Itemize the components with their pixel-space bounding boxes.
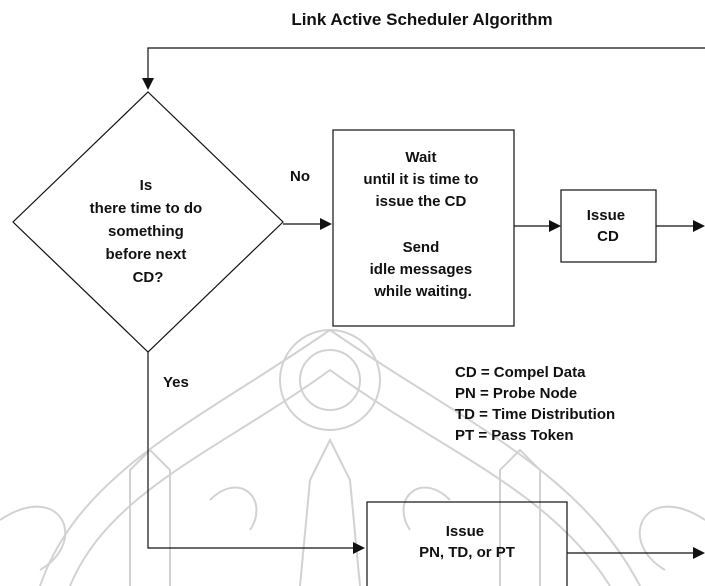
wait-line: Wait xyxy=(405,149,436,166)
decision-line: before next xyxy=(105,246,186,263)
legend-entry: TD = Time Distribution xyxy=(455,406,615,423)
issue-cd-line: CD xyxy=(597,228,619,245)
issue-pn-text: Issue PN, TD, or PT xyxy=(419,523,515,561)
issue-cd-line: Issue xyxy=(587,207,625,224)
yes-branch-arrowhead xyxy=(353,542,365,554)
loop-back-line xyxy=(147,47,705,80)
cd-exit-arrowhead xyxy=(693,220,705,232)
legend: CD = Compel Data PN = Probe Node TD = Ti… xyxy=(455,364,619,444)
decision-diamond xyxy=(12,91,284,353)
issue-cd-box xyxy=(560,189,657,263)
diagram-title: Link Active Scheduler Algorithm xyxy=(291,10,552,29)
decision-line: Is xyxy=(140,177,153,194)
pn-exit-arrowhead xyxy=(693,547,705,559)
legend-entry: PT = Pass Token xyxy=(455,427,574,444)
issue-cd-text: Issue CD xyxy=(587,207,630,245)
wait-box-text: Wait until it is time to issue the CD Se… xyxy=(363,149,482,300)
wait-line: idle messages xyxy=(370,261,473,278)
yes-branch-line xyxy=(147,352,355,549)
loop-back-arrowhead xyxy=(142,78,154,90)
wait-line: while waiting. xyxy=(373,283,472,300)
issue-pn-line: Issue xyxy=(446,523,484,540)
no-branch-arrowhead xyxy=(320,218,332,230)
decision-line: CD? xyxy=(133,269,164,286)
yes-branch-label: Yes xyxy=(163,374,189,391)
legend-entry: PN = Probe Node xyxy=(455,385,577,402)
no-branch-label: No xyxy=(290,168,310,185)
wait-box xyxy=(332,129,515,327)
legend-entry: CD = Compel Data xyxy=(455,364,586,381)
decision-line: there time to do xyxy=(90,200,203,217)
wait-to-cd-arrowhead xyxy=(549,220,561,232)
wait-line: issue the CD xyxy=(375,193,466,210)
issue-pn-box xyxy=(366,501,568,586)
issue-pn-line: PN, TD, or PT xyxy=(419,544,515,561)
wait-line: until it is time to xyxy=(363,171,478,188)
wait-line: Send xyxy=(403,239,440,256)
decision-text: Is there time to do something before nex… xyxy=(90,177,207,286)
decision-line: something xyxy=(108,223,184,240)
